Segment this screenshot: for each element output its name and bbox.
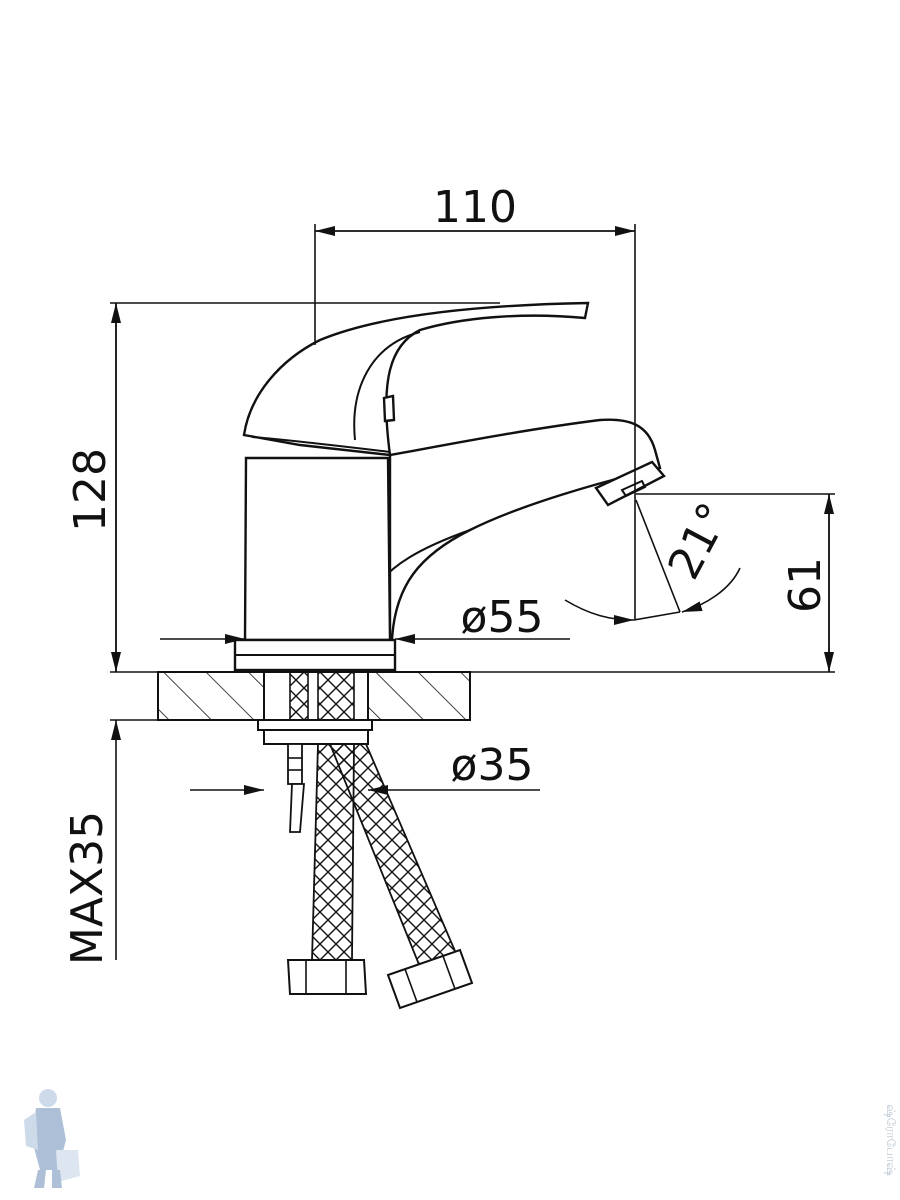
dim-spout-angle: 21° (658, 495, 740, 588)
aerator (594, 460, 666, 507)
dimension-lines (110, 224, 835, 960)
handle-underside (251, 436, 391, 453)
dim-base-diameter: ø55 (461, 592, 544, 643)
countertop-section (157, 671, 471, 745)
handle-shade (353, 331, 421, 441)
handle-lever (242, 301, 590, 457)
dim-width-110: 110 (433, 182, 517, 233)
vertical-watermark-text: ஷ்ரோபோஷ் (884, 1104, 898, 1176)
faucet-body (233, 301, 666, 672)
dim-hole-diameter: ø35 (451, 740, 534, 791)
handle-indicator (382, 394, 396, 423)
dim-spout-height-61: 61 (780, 557, 831, 613)
hoses (286, 743, 474, 1010)
dim-height-128: 128 (65, 448, 116, 532)
dim-max-thickness: MAX35 (62, 811, 113, 965)
faucet-cylinder (243, 456, 392, 642)
plumber-logo (24, 1089, 80, 1188)
